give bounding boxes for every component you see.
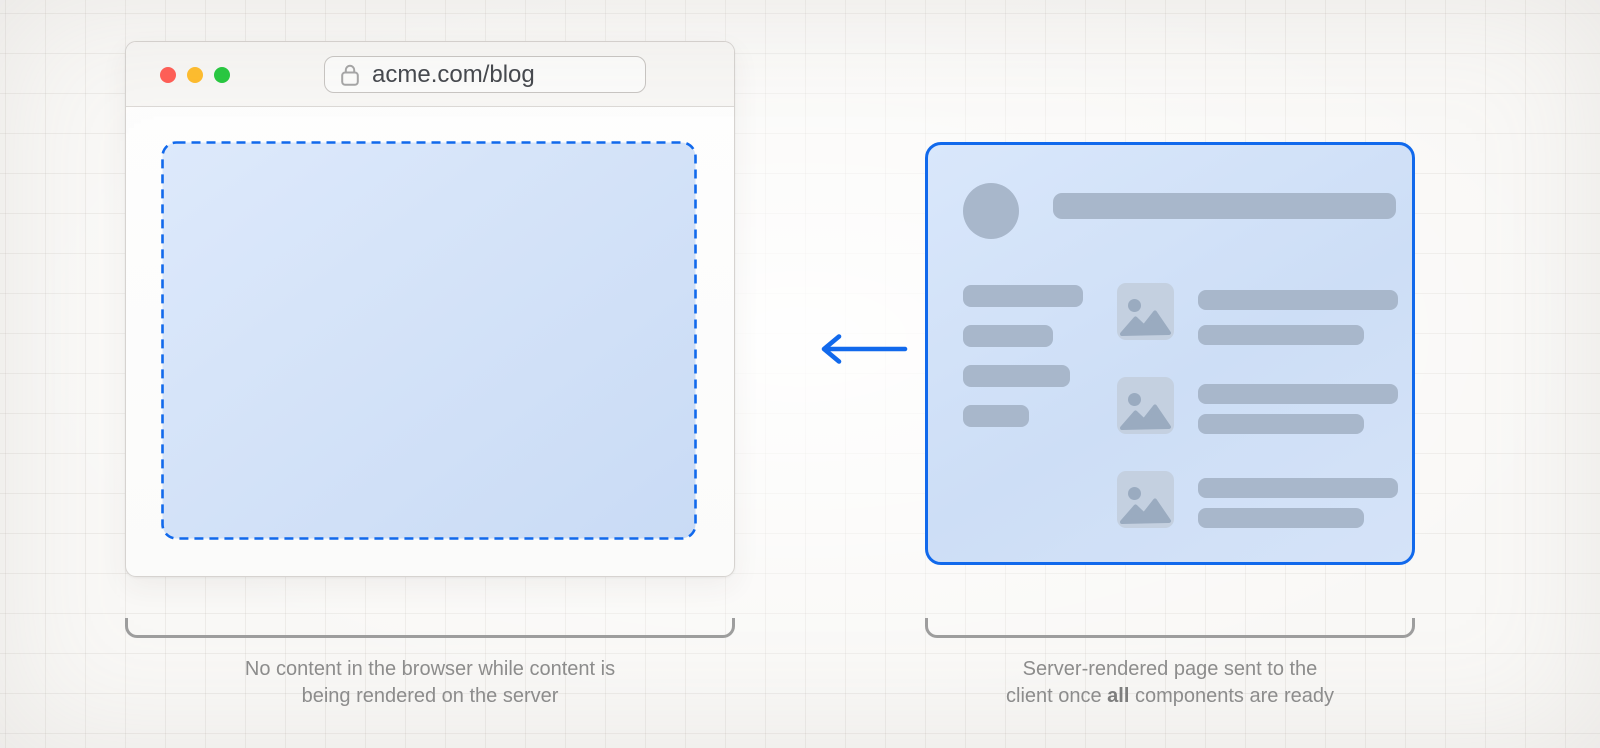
text-line-placeholder xyxy=(1198,384,1398,404)
text-line-placeholder xyxy=(1198,478,1398,498)
photo-icon xyxy=(1120,487,1171,524)
right-caption-line1: Server-rendered page sent to the xyxy=(1022,658,1318,680)
right-bracket xyxy=(925,618,1415,638)
bold-all: all xyxy=(1107,685,1130,707)
avatar-placeholder xyxy=(963,183,1019,239)
right-caption-line2: client once all components are ready xyxy=(1006,685,1334,707)
image-placeholder xyxy=(1117,471,1174,528)
text-line-placeholder xyxy=(1198,414,1364,434)
browser-toolbar: acme.com/blog xyxy=(126,42,734,107)
image-placeholder xyxy=(1117,377,1174,434)
empty-content-placeholder xyxy=(161,141,697,540)
arrow-left-icon xyxy=(821,334,908,364)
close-window-button[interactable] xyxy=(160,67,176,83)
browser-window: acme.com/blog xyxy=(125,41,735,577)
text-line-placeholder xyxy=(1198,508,1364,528)
left-caption: No content in the browser while content … xyxy=(125,656,735,710)
zoom-window-button[interactable] xyxy=(214,67,230,83)
traffic-lights xyxy=(160,67,230,83)
url-text: acme.com/blog xyxy=(372,60,535,88)
right-caption: Server-rendered page sent to the client … xyxy=(905,656,1435,710)
left-caption-line1: No content in the browser while content … xyxy=(244,658,616,680)
address-bar[interactable]: acme.com/blog xyxy=(324,56,646,93)
image-placeholder xyxy=(1117,283,1174,340)
server-rendered-page xyxy=(925,142,1415,565)
photo-icon xyxy=(1120,299,1171,336)
header-bar-placeholder xyxy=(1053,193,1396,219)
text-line-placeholder xyxy=(1198,290,1398,310)
nav-bar-placeholder xyxy=(963,405,1029,427)
photo-icon xyxy=(1120,393,1171,430)
nav-bar-placeholder xyxy=(963,285,1083,307)
minimize-window-button[interactable] xyxy=(187,67,203,83)
lock-icon xyxy=(341,64,359,86)
nav-bar-placeholder xyxy=(963,325,1053,347)
text-line-placeholder xyxy=(1198,325,1364,345)
nav-bar-placeholder xyxy=(963,365,1070,387)
left-bracket xyxy=(125,618,735,638)
left-caption-line2: being rendered on the server xyxy=(301,685,559,707)
dashed-outline xyxy=(161,141,697,540)
